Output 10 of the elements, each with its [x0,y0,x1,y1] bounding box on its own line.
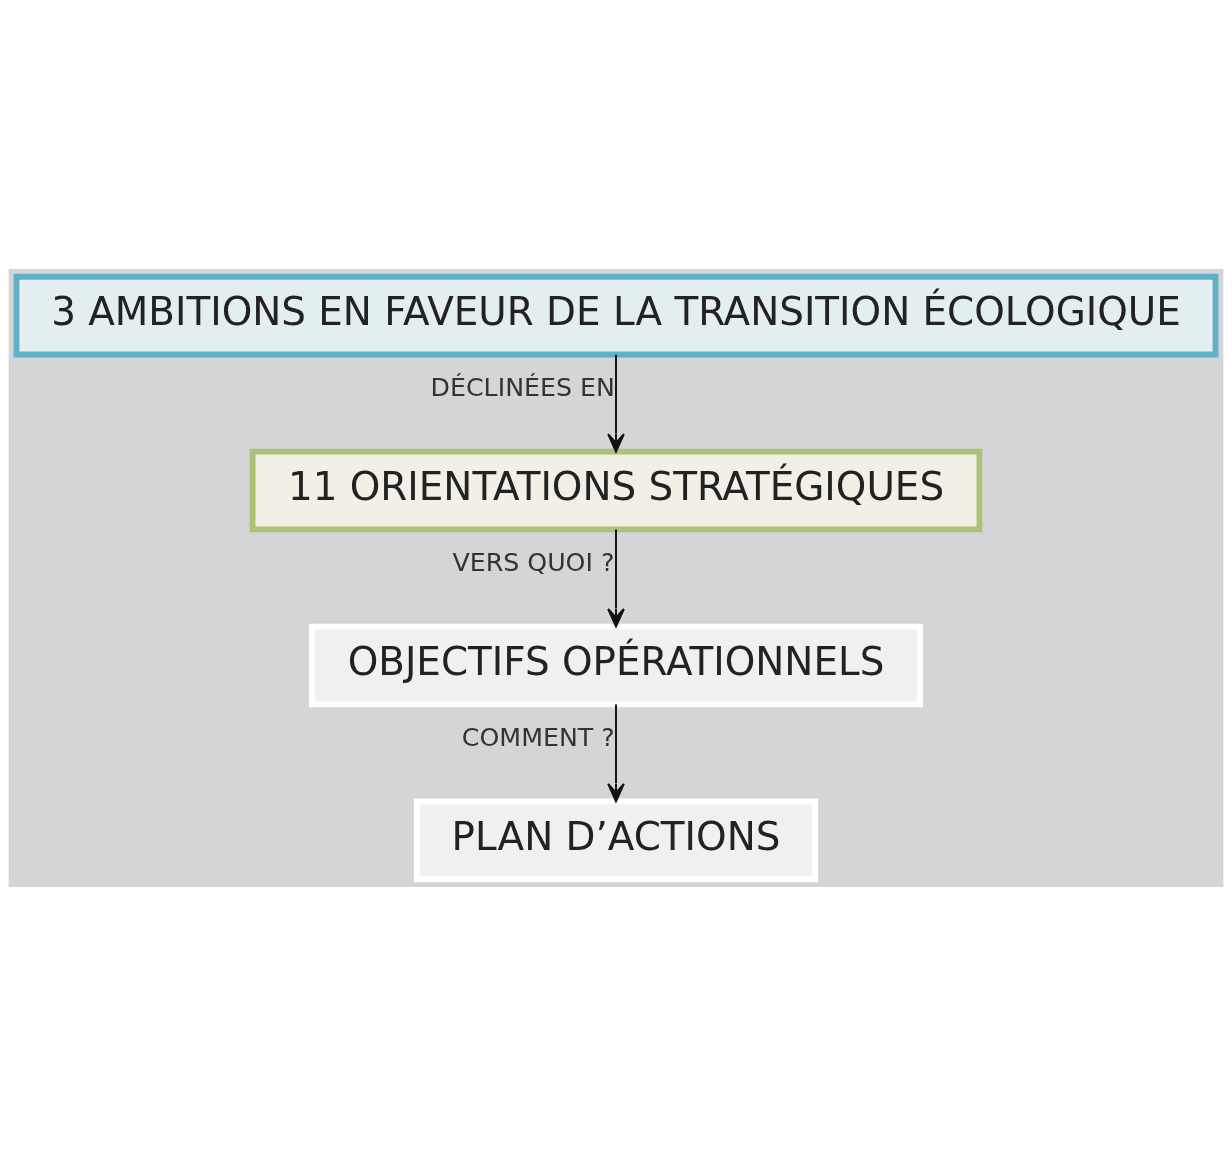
arrow [607,703,625,802]
edge-label: COMMENT ? [461,722,615,752]
node-box: OBJECTIFS OPÉRATIONNELS [308,623,924,707]
arrow [607,353,625,453]
node-box: 3 AMBITIONS EN FAVEUR DE LA TRANSITION ÉCOLOGIQUE [13,273,1219,357]
node-box: PLAN D’ACTIONS [413,798,819,882]
arrow [607,528,625,627]
edge-label: VERS QUOI ? [452,547,615,577]
edge-label: DÉCLINÉES EN [430,372,615,402]
node-box: 11 ORIENTATIONS STRATÉGIQUES [249,448,983,532]
